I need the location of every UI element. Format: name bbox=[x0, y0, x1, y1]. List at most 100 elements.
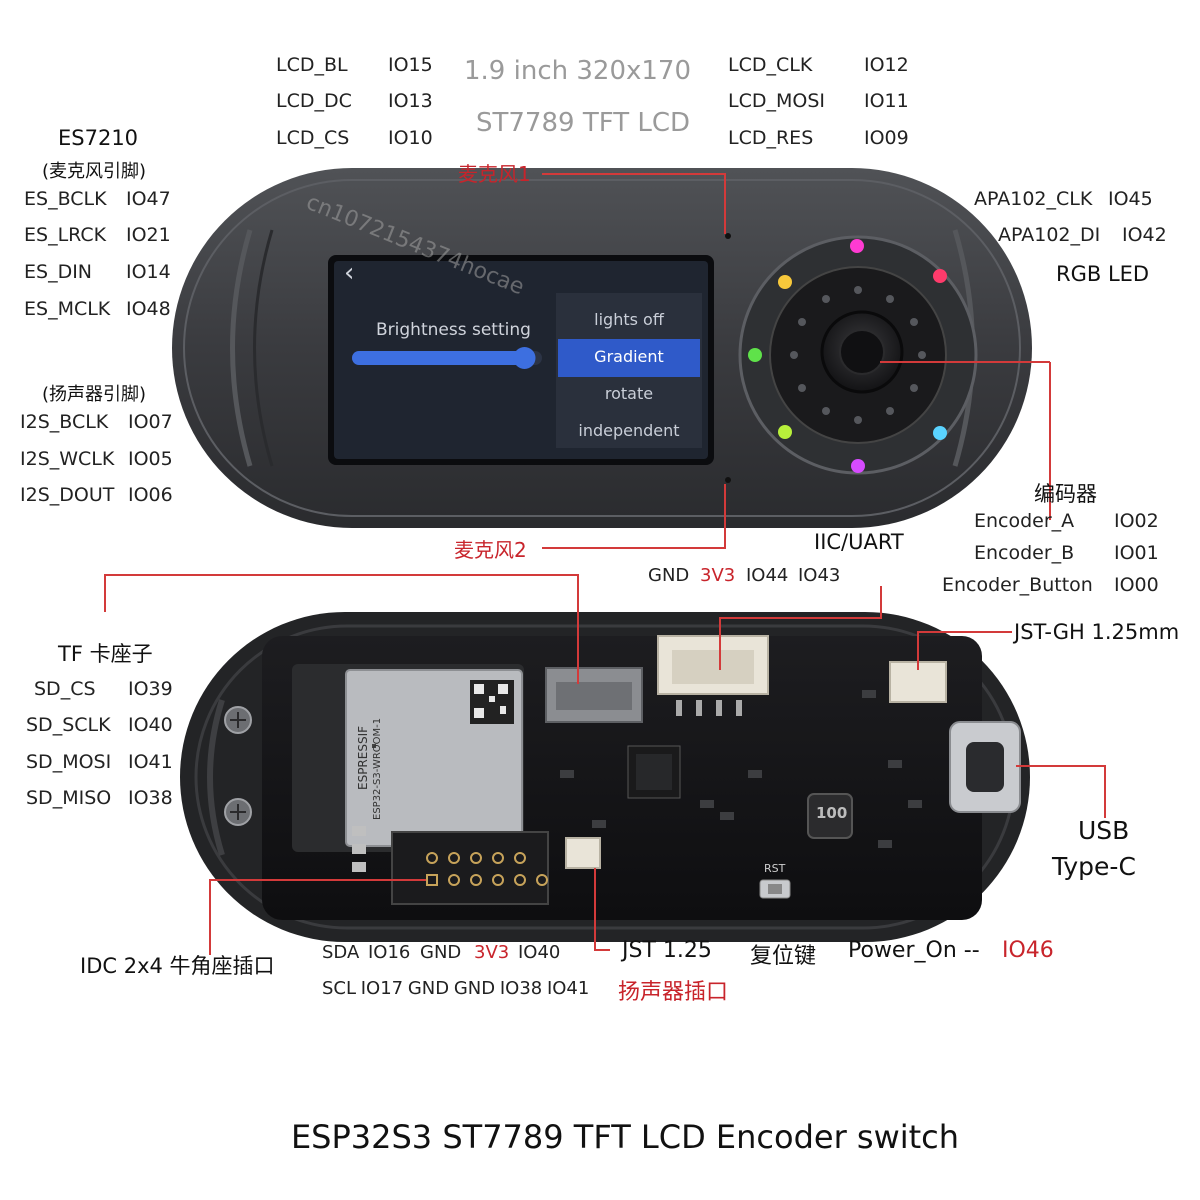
encoder-pin-name: Encoder_B bbox=[974, 542, 1075, 564]
speaker-connector bbox=[565, 837, 601, 869]
es-pin-name: ES_LRCK bbox=[24, 224, 107, 246]
menu-item-lights-off[interactable]: lights off bbox=[594, 310, 664, 329]
rgb-pin-io: IO45 bbox=[1108, 188, 1153, 210]
encoder-pin-io: IO01 bbox=[1114, 542, 1159, 564]
sd-pin-io: IO39 bbox=[128, 678, 173, 700]
menu-item-rotate[interactable]: rotate bbox=[604, 384, 654, 403]
lcd-pin-io: IO12 bbox=[864, 54, 909, 76]
encoder-dots bbox=[790, 286, 926, 424]
speaker-port-label: 扬声器插口 bbox=[618, 980, 729, 1005]
rgb-pin-name: APA102_DI bbox=[998, 224, 1101, 246]
i2s-pin-io: IO07 bbox=[128, 411, 173, 433]
menu-highlight bbox=[558, 339, 700, 377]
es-pin-io: IO21 bbox=[126, 224, 171, 246]
sd-pin-io: IO38 bbox=[128, 787, 173, 809]
sd-pin-name: SD_MOSI bbox=[26, 751, 112, 773]
bottom-sda: SDA bbox=[322, 942, 360, 963]
lcd-pin-name: LCD_CLK bbox=[728, 54, 813, 76]
i2s-pin-io: IO06 bbox=[128, 484, 173, 506]
lcd-pin-name: LCD_CS bbox=[276, 127, 350, 149]
lcd-title-line1: 1.9 inch 320x170 bbox=[464, 56, 691, 86]
leader-lines bbox=[104, 173, 1106, 955]
sd-pin-io: IO41 bbox=[128, 751, 173, 773]
lcd-pin-name: LCD_BL bbox=[276, 54, 348, 76]
mic2-label: 麦克风2 bbox=[454, 538, 527, 562]
power-label: Power_On -- bbox=[848, 938, 980, 963]
es-pin-name: ES_BCLK bbox=[24, 188, 107, 210]
brightness-fill bbox=[352, 351, 533, 365]
screen-menu: lights off Gradient rotate independent bbox=[556, 300, 702, 440]
usb-label-line1: USB bbox=[1078, 816, 1130, 845]
es-pin-name: ES_DIN bbox=[24, 261, 93, 283]
encoder-pin-name: Encoder_Button bbox=[942, 574, 1093, 596]
bottom-3v3: 3V3 bbox=[474, 942, 510, 963]
lcd-pin-name: LCD_MOSI bbox=[728, 90, 825, 112]
inductor-text: 100 bbox=[816, 804, 848, 822]
lcd-pin-io: IO15 bbox=[388, 54, 433, 76]
es7210-title: ES7210 bbox=[58, 126, 139, 150]
idc-label: IDC 2x4 牛角座插口 bbox=[80, 954, 275, 978]
screen-setting-label: Brightness setting bbox=[376, 320, 531, 340]
sd-pin-name: SD_CS bbox=[34, 678, 96, 700]
sd-pin-name: SD_SCLK bbox=[26, 714, 111, 736]
i2s-pin-name: I2S_WCLK bbox=[20, 448, 115, 470]
iic-io43: IO43 bbox=[798, 565, 841, 586]
device-back bbox=[180, 612, 1030, 942]
reset-label: 复位键 bbox=[750, 944, 817, 969]
bottom-gnd: GND bbox=[420, 942, 462, 963]
module-brand: ESPRESSIF bbox=[356, 725, 370, 790]
encoder-title: 编码器 bbox=[1034, 482, 1097, 506]
mic1-hole bbox=[725, 233, 731, 239]
jst-gh-connector bbox=[889, 661, 947, 703]
inductor bbox=[807, 793, 853, 839]
rgb-pin-io: IO42 bbox=[1122, 224, 1167, 246]
i2s-pin-io: IO05 bbox=[128, 448, 173, 470]
rst-text: RST bbox=[764, 862, 786, 875]
power-io: IO46 bbox=[1002, 938, 1054, 963]
lcd-pin-io: IO13 bbox=[388, 90, 433, 112]
menu-item-independent[interactable]: independent bbox=[578, 421, 680, 440]
brightness-thumb bbox=[513, 347, 536, 369]
bottom-io40: IO40 bbox=[518, 942, 561, 963]
i2s-pin-name: I2S_BCLK bbox=[20, 411, 109, 433]
lcd-title-line2: ST7789 TFT LCD bbox=[476, 108, 691, 138]
i2s-pin-name: I2S_DOUT bbox=[20, 484, 115, 506]
jst-gh-label: JST-GH 1.25mm bbox=[1014, 620, 1180, 644]
es7210-subtitle: (麦克风引脚) bbox=[42, 161, 147, 182]
idc-header bbox=[391, 831, 549, 905]
module-model: ESP32-S3-WROOM-1 bbox=[372, 717, 383, 820]
footer-caption: ESP32S3 ST7789 TFT LCD Encoder switch bbox=[290, 1118, 960, 1156]
rgb-led-label: RGB LED bbox=[1056, 262, 1150, 286]
iic-3v3: 3V3 bbox=[700, 565, 736, 586]
es-pin-io: IO47 bbox=[126, 188, 171, 210]
screen-back-icon[interactable]: ‹ bbox=[344, 258, 355, 288]
mic1-label: 麦克风1 bbox=[458, 162, 531, 186]
lcd-pin-io: IO10 bbox=[388, 127, 433, 149]
tf-title: TF 卡座子 bbox=[58, 642, 153, 666]
encoder-pin-name: Encoder_A bbox=[974, 510, 1075, 532]
encoder-pin-io: IO02 bbox=[1114, 510, 1159, 532]
sd-pin-io: IO40 bbox=[128, 714, 173, 736]
speaker-subtitle: (扬声器引脚) bbox=[42, 384, 147, 405]
rgb-pin-name: APA102_CLK bbox=[974, 188, 1093, 210]
bottom-row2: SCL IO17 GND GND IO38 IO41 bbox=[322, 978, 590, 999]
lcd-pin-io: IO09 bbox=[864, 127, 909, 149]
lcd-pin-name: LCD_DC bbox=[276, 90, 352, 112]
lcd-pin-name: LCD_RES bbox=[728, 127, 814, 149]
sd-pin-name: SD_MISO bbox=[26, 787, 112, 809]
mic2-hole bbox=[725, 477, 731, 483]
iic-title: IIC/UART bbox=[814, 530, 904, 554]
es-pin-io: IO48 bbox=[126, 298, 171, 320]
iic-gnd: GND bbox=[648, 565, 690, 586]
encoder-pin-io: IO00 bbox=[1114, 574, 1159, 596]
device-front bbox=[172, 168, 1032, 528]
es-pin-name: ES_MCLK bbox=[24, 298, 111, 320]
menu-item-gradient[interactable]: Gradient bbox=[594, 347, 664, 366]
es-pin-io: IO14 bbox=[126, 261, 171, 283]
bottom-io16: IO16 bbox=[368, 942, 411, 963]
rgb-leds bbox=[748, 239, 947, 473]
usb-label-line2: Type-C bbox=[1052, 852, 1136, 881]
jst125-label: JST 1.25 bbox=[622, 938, 712, 963]
lcd-pin-io: IO11 bbox=[864, 90, 909, 112]
